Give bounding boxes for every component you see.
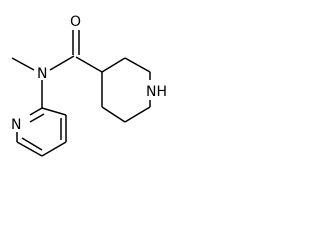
bond-pyr-c2-n [29, 107, 43, 116]
bond-pip-c3-c2 [124, 57, 151, 73]
bond-pyr-c6-c5 [16, 141, 43, 157]
bond-carbonyl-c4 [75, 56, 103, 73]
bond-pip-c5-c4b [101, 106, 126, 123]
piperidine-nh-label: NH [146, 84, 167, 100]
pyridine-nitrogen-label: N [11, 117, 21, 133]
bond-pyr-c5-c4 [41, 141, 67, 157]
bond-pyr-c3-c2 [41, 107, 67, 116]
bond-methyl-n [11, 57, 35, 71]
amide-nitrogen-label: N [37, 66, 47, 82]
structure-diagram: O N NH N [11, 14, 167, 157]
carbonyl-oxygen-label: O [70, 14, 81, 30]
bond-pyr-inner-3 [29, 113, 45, 123]
bond-pip-c6-c5 [124, 106, 151, 123]
bond-n-carbonyl [49, 55, 75, 71]
bond-pip-c4-c3 [101, 57, 126, 73]
bond-pyr-inner-1 [21, 137, 43, 151]
